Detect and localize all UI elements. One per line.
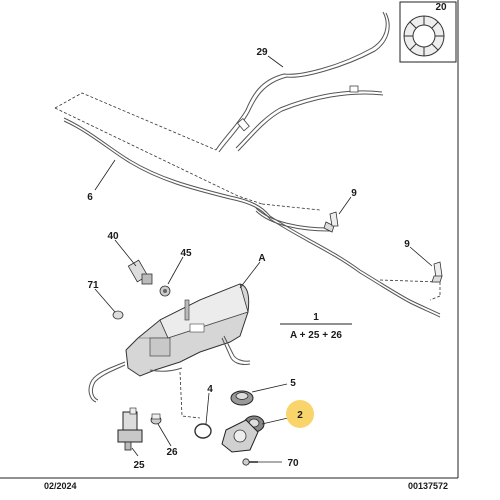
label-5: 5 <box>290 378 296 389</box>
reservoir-lower-hoses <box>149 367 201 419</box>
screw-70 <box>242 458 258 466</box>
footer-ref: 00137572 <box>408 481 448 491</box>
washer-reservoir-A <box>88 283 251 403</box>
footer: 02/2024 00137572 <box>44 481 448 491</box>
label-4: 4 <box>207 384 213 395</box>
clip-71 <box>112 310 124 320</box>
label-26: 26 <box>166 447 178 458</box>
inset-box-20 <box>399 1 457 63</box>
label-71: 71 <box>87 280 99 291</box>
page-frame <box>0 0 459 479</box>
highlight-circle-2 <box>286 400 314 428</box>
label-40: 40 <box>107 231 119 242</box>
sensor-40 <box>127 259 153 285</box>
label-20: 20 <box>435 2 447 13</box>
nozzle-9-right <box>431 261 443 283</box>
label-25: 25 <box>133 460 145 471</box>
callout-labels: 29 20 6 9 9 40 45 A 71 4 5 2 26 25 70 <box>87 2 447 471</box>
label-9-center: 9 <box>351 188 357 199</box>
pump-2 <box>221 415 265 453</box>
label-2: 2 <box>297 410 303 421</box>
seal-26 <box>150 413 162 425</box>
label-29: 29 <box>256 47 268 58</box>
plug-45 <box>159 285 171 297</box>
leader-lines <box>94 55 433 463</box>
seal-5 <box>230 390 254 406</box>
assembly-formula: 1 A + 25 + 26 <box>280 312 352 341</box>
formula-text: A + 25 + 26 <box>290 330 342 341</box>
o-ring-4 <box>194 423 212 439</box>
label-1: 1 <box>313 312 319 323</box>
hose-29 <box>215 11 390 153</box>
label-9-right: 9 <box>404 239 410 250</box>
label-70: 70 <box>287 458 299 469</box>
label-45: 45 <box>180 248 192 259</box>
footer-date: 02/2024 <box>44 481 77 491</box>
label-A: A <box>258 253 265 264</box>
nozzle-9-center <box>323 211 339 233</box>
hose-6 <box>63 117 441 318</box>
pump-25 <box>117 407 143 451</box>
label-6: 6 <box>87 192 93 203</box>
